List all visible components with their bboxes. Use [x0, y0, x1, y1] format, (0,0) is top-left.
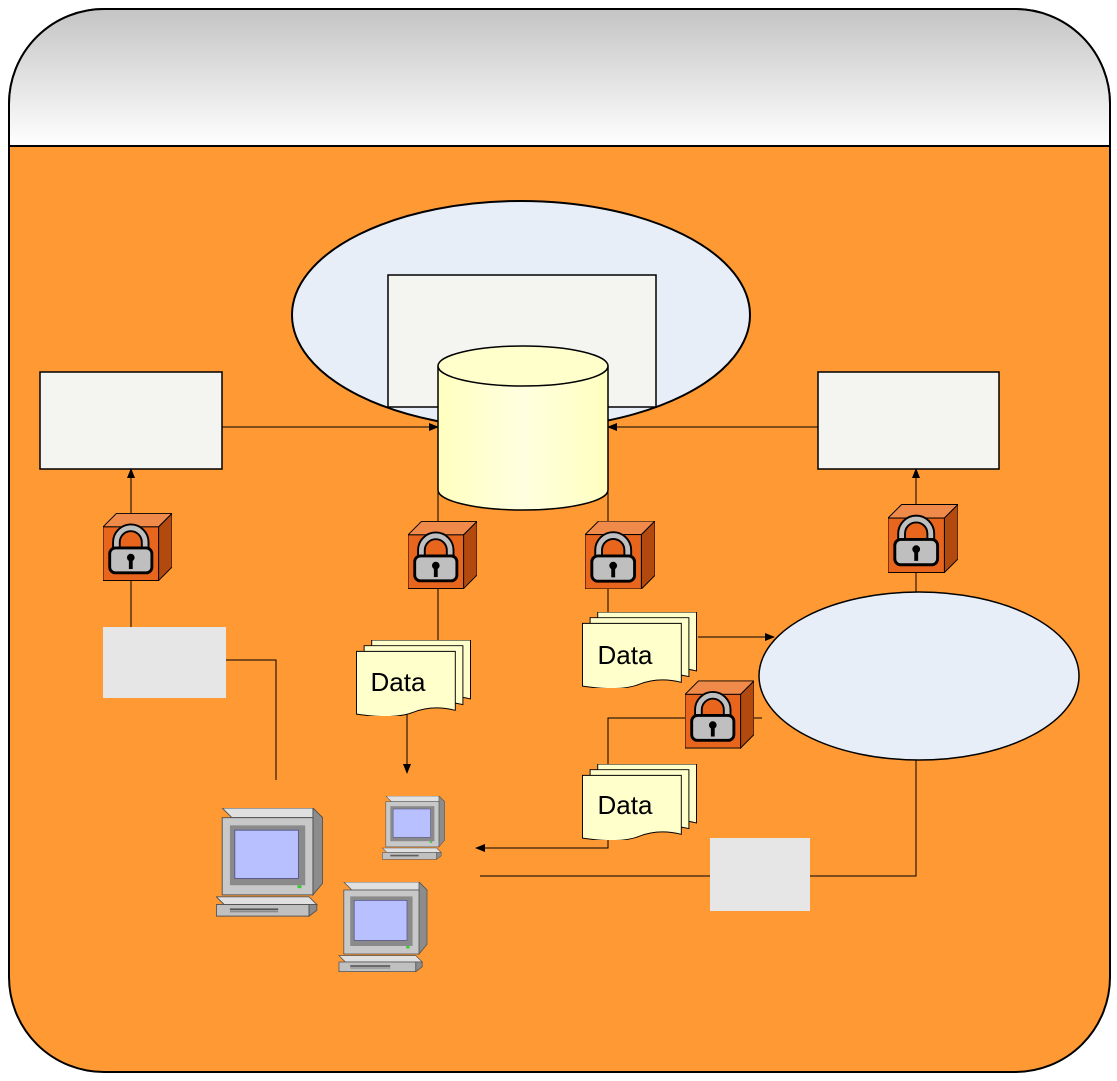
connector-label-left — [226, 659, 277, 780]
data-doc-right-top-label: Data — [598, 640, 653, 670]
database-cylinder-icon — [437, 345, 609, 511]
lock-cube-icon — [103, 513, 172, 580]
data-doc-right-bottom-label: Data — [598, 790, 653, 820]
header-band — [8, 8, 1111, 147]
label-box-bottom — [710, 838, 810, 911]
lock-cube-icon — [888, 504, 958, 572]
lock-cube-icon — [685, 681, 754, 748]
left-box — [39, 371, 223, 470]
desktop-computer-icon — [338, 882, 428, 973]
document-stack-icon: Data — [582, 612, 697, 688]
desktop-computer-icon — [382, 796, 445, 860]
right-ellipse — [758, 591, 1080, 761]
desktop-computer-icon — [216, 808, 323, 917]
label-box-left — [103, 627, 226, 698]
connector-computer-to-ellipse — [480, 750, 920, 877]
document-stack-icon: Data — [582, 764, 697, 840]
lock-cube-icon — [408, 521, 477, 588]
document-stack-icon: Data — [356, 640, 471, 716]
data-doc-center-label: Data — [371, 667, 426, 697]
right-box — [817, 371, 1000, 470]
lock-cube-icon — [585, 521, 655, 589]
